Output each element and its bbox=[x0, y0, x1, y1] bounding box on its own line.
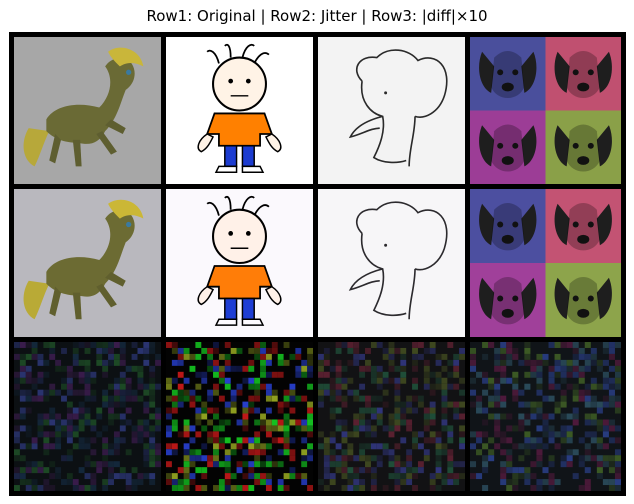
diff-noise-image bbox=[318, 342, 465, 491]
diff-noise-image bbox=[470, 342, 621, 491]
tile-diff-horse bbox=[14, 342, 161, 491]
diff-noise-image bbox=[14, 342, 161, 491]
tile-jitter-boy bbox=[166, 189, 313, 337]
tile-jitter-dogs bbox=[470, 189, 621, 337]
tile-original-horse bbox=[14, 37, 161, 184]
tile-diff-dogs bbox=[470, 342, 621, 491]
horse-figurine-image bbox=[14, 189, 161, 337]
tile-original-dogs bbox=[470, 37, 621, 184]
dog-pop-art-image bbox=[470, 189, 621, 337]
tile-diff-boy bbox=[166, 342, 313, 491]
tile-jitter-elephant bbox=[318, 189, 465, 337]
diff-noise-image bbox=[166, 342, 313, 491]
tile-original-elephant bbox=[318, 37, 465, 184]
figure-title: Row1: Original | Row2: Jitter | Row3: |d… bbox=[146, 7, 488, 25]
tile-diff-elephant bbox=[318, 342, 465, 491]
cartoon-boy-image bbox=[166, 189, 313, 337]
dog-pop-art-image bbox=[470, 37, 621, 184]
horse-figurine-image bbox=[14, 37, 161, 184]
tile-original-boy bbox=[166, 37, 313, 184]
image-grid bbox=[9, 32, 626, 496]
elephant-sketch-image bbox=[318, 37, 465, 184]
elephant-sketch-image bbox=[318, 189, 465, 337]
cartoon-boy-image bbox=[166, 37, 313, 184]
tile-jitter-horse bbox=[14, 189, 161, 337]
